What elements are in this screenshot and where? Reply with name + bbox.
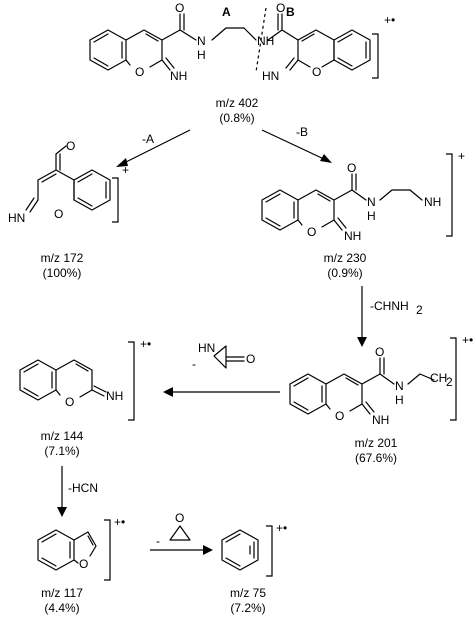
arrow-minus-hcn: -HCN (57, 466, 98, 517)
atom-nh-terminal-230: NH (424, 195, 441, 209)
fragment-144: O NH +• m/z 144 (7.1%) (19, 337, 151, 458)
fragment-172: O O HN + m/z 172 (100%) (8, 139, 129, 280)
atom-o-carbonyl-230: O (347, 161, 356, 175)
loss-minus-aziridinone: - (192, 357, 196, 371)
loss-minus-hcn: -HCN (68, 481, 98, 495)
atom-n-amide-201: N (395, 379, 404, 393)
atom-hn-aziridinone: HN (198, 341, 215, 355)
loss-minus-oxirane: - (156, 534, 160, 548)
atom-imine-left: NH (170, 69, 187, 83)
arrow-minus-b: -B (261, 125, 332, 163)
arrow-minus-aziridinone: - HN O (163, 341, 280, 397)
mz-230: m/z 230 (324, 251, 367, 265)
atom-nh-amide-right: NH (257, 34, 274, 48)
atom-o-aldehyde: O (66, 139, 75, 153)
mz-75: m/z 75 (230, 586, 266, 600)
atom-o-ring-right: O (312, 65, 321, 79)
atom-o-ring-left: O (135, 65, 144, 79)
mz-402: m/z 402 (216, 96, 259, 110)
atom-o-ring-172: O (54, 207, 63, 221)
atom-o-carbonyl-left: O (175, 1, 184, 15)
mz-117: m/z 117 (41, 586, 83, 600)
charge-parent: +• (384, 13, 395, 27)
mz-144: m/z 144 (41, 429, 84, 443)
atom-o-aziridinone: O (246, 352, 255, 366)
atom-imine-right: HN (262, 69, 279, 83)
pct-201: (67.6%) (355, 451, 397, 465)
atom-imine-230: NH (344, 229, 361, 243)
atom-h-amide-left: H (197, 48, 206, 62)
loss-minus-chnh2: -CHNH (370, 299, 409, 313)
arrow-minus-a: -A (116, 129, 191, 167)
pct-75: (7.2%) (230, 601, 265, 615)
pct-172: (100%) (43, 266, 82, 280)
atom-o-oxirane: O (175, 511, 184, 525)
charge-144: +• (140, 337, 151, 351)
atom-ch2-201: CH (430, 371, 447, 385)
pct-144: (7.1%) (44, 444, 79, 458)
charge-117: +• (114, 515, 125, 529)
arrow-minus-ethylene-oxide: - O (150, 511, 213, 555)
atom-o-ring-117: O (79, 557, 88, 571)
atom-o-carbonyl-right: O (276, 1, 285, 15)
atom-h-amide-201: H (395, 393, 404, 407)
cleavage-label-b: B (286, 5, 295, 19)
mz-201: m/z 201 (355, 436, 398, 450)
atom-o-ring-230: O (307, 225, 316, 239)
atom-h-amide-230: H (367, 209, 376, 223)
parent-molecule: O O O O N H NH NH HN A B +• m/z 402 (0.8… (89, 1, 395, 125)
atom-imine-172: HN (8, 211, 25, 225)
fragment-230: O O N H NH NH + m/z 230 (0.9%) (261, 149, 465, 280)
atom-ch2-sub-201: 2 (446, 375, 453, 389)
charge-172: + (122, 163, 129, 177)
atom-o-ring-144: O (65, 395, 74, 409)
atom-o-ring-201: O (335, 409, 344, 423)
pct-117: (4.4%) (44, 601, 79, 615)
fragment-75: +• m/z 75 (7.2%) (221, 521, 287, 615)
arrow-minus-chnh2: -CHNH 2 (357, 286, 423, 347)
loss-minus-a: -A (142, 132, 154, 146)
cleavage-label-a: A (222, 5, 231, 19)
fragment-201: O O N H CH 2 NH +• m/z 201 (67.6%) (289, 333, 473, 465)
atom-n-amide-230: N (367, 195, 376, 209)
atom-imine-201: NH (372, 413, 389, 427)
mz-172: m/z 172 (41, 251, 84, 265)
atom-imine-144: NH (106, 389, 123, 403)
pct-230: (0.9%) (327, 266, 362, 280)
pct-402: (0.8%) (219, 111, 254, 125)
loss-minus-chnh2-sub: 2 (416, 303, 423, 317)
fragment-117: O +• m/z 117 (4.4%) (37, 515, 125, 615)
atom-o-carbonyl-201: O (375, 345, 384, 359)
charge-230: + (458, 149, 465, 163)
atom-n-amide-left: N (197, 34, 206, 48)
loss-minus-b: -B (296, 125, 308, 139)
charge-75: +• (276, 521, 287, 535)
charge-201: +• (462, 333, 473, 347)
